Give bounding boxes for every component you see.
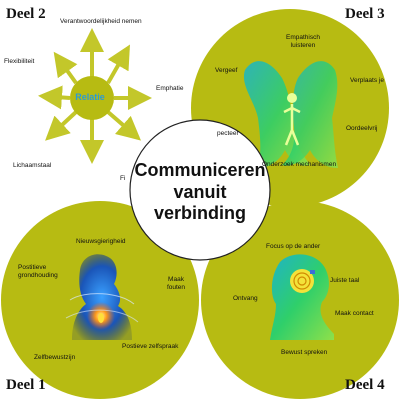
deel3-onderzoek: Onderzoek mechanismen	[262, 161, 337, 168]
deel3-empathisch: Empathisch luisteren	[286, 34, 320, 49]
deel1-zelfbewustzijn: Zelfbewustzijn	[34, 354, 76, 361]
deel1-figure-image	[65, 254, 139, 340]
deel1-zelfspraak: Postieve zelfspraak	[122, 343, 179, 350]
deel2-fi: Fi	[120, 175, 126, 182]
center-circle	[129, 119, 271, 261]
deel2-verantwoordelijkheid: Verantwoordelijkheid nemen	[60, 18, 142, 25]
deel4-spreken: Bewust spreken	[281, 349, 328, 356]
deel1-nieuwsgierigheid: Nieuwsgierigheid	[76, 238, 126, 245]
deel4-focus: Focus op de ander	[266, 243, 321, 250]
relatie-hub-label: Relatie	[75, 92, 105, 102]
center-title-line2: vanuit	[173, 181, 227, 202]
center-title: Communiceren vanuit verbinding	[128, 160, 272, 225]
deel4-contact: Maak contact	[335, 310, 374, 317]
deel3-label: Deel 3	[345, 6, 385, 22]
deel2-lichaamstaal: Lichaamstaal	[13, 162, 52, 169]
deel1-fouten: Maak fouten	[166, 276, 186, 291]
deel4-taal: Juiste taal	[330, 277, 360, 284]
deel3-respecteer: pecteer	[217, 130, 239, 137]
deel4-label: Deel 4	[345, 377, 385, 393]
deel3-figure-image	[243, 61, 338, 169]
deel2-flexibiliteit: Flexibiliteit	[4, 58, 35, 65]
deel2-emphatie: Emphatie	[156, 85, 184, 92]
deel3-oordeelvrij: Oordeelvrij	[346, 125, 378, 132]
deel4-ontvang: Ontvang	[233, 295, 258, 302]
deel2-arrows	[38, 28, 152, 164]
deel3-vergeef: Vergeef	[215, 67, 238, 74]
deel1-label: Deel 1	[6, 377, 46, 393]
center-title-line3: verbinding	[153, 203, 246, 224]
deel4-figure-image	[270, 254, 334, 340]
center-title-line1: Communiceren	[134, 160, 266, 180]
deel1-grondhouding: Postitieve grondhouding	[18, 264, 58, 279]
deel3-verplaats: Verplaats je	[350, 77, 384, 84]
deel2-label: Deel 2	[6, 6, 46, 22]
relatie-hub	[70, 76, 114, 120]
